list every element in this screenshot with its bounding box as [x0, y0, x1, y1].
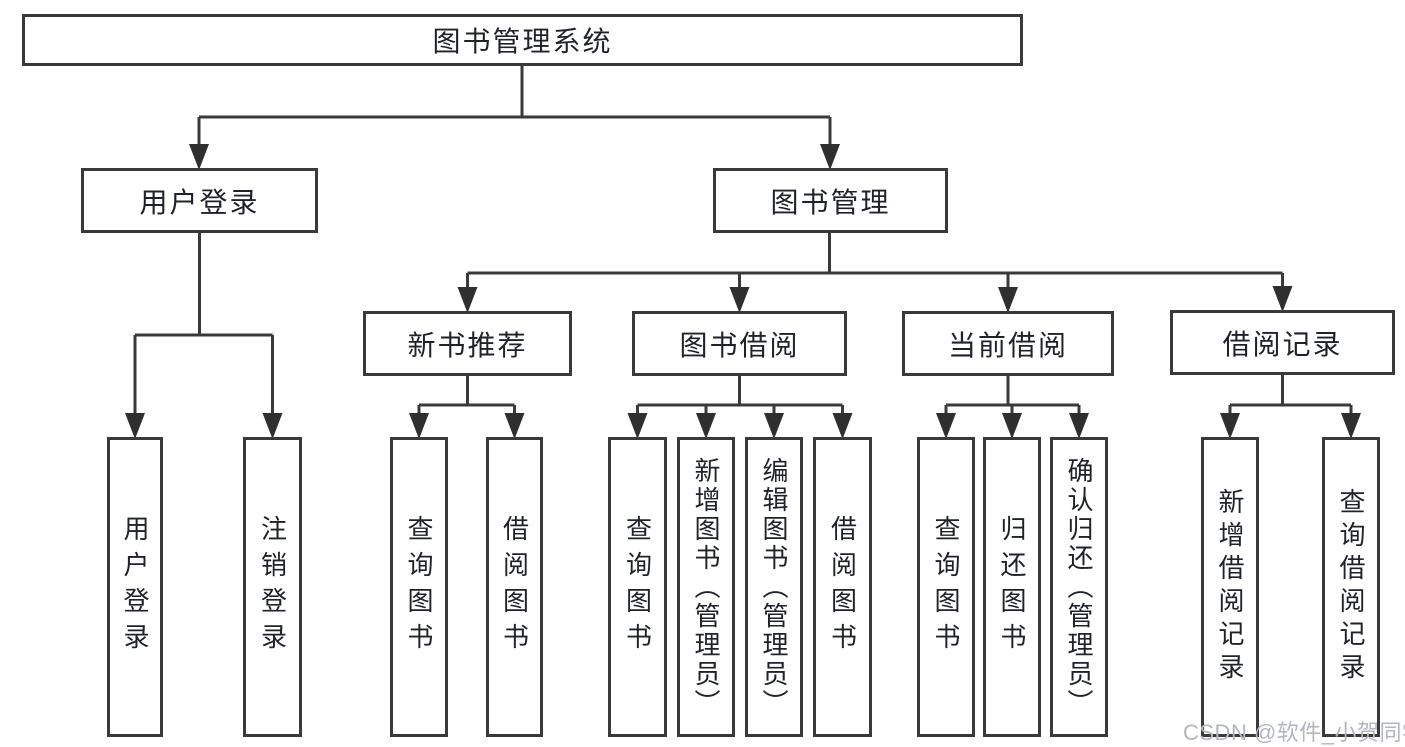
node-label: 注销登录 [257, 515, 288, 659]
node-label: 查询图书 [404, 515, 434, 659]
leaf-borrowing-query-books: 查询图书 [608, 437, 667, 737]
node-user-login: 用户登录 [81, 168, 318, 233]
arrowheads [125, 144, 1361, 439]
node-label: 用户登录 [120, 515, 150, 659]
node-label: 图书管理系统 [432, 26, 613, 57]
leaf-recommend-borrow-books: 借阅图书 [486, 437, 543, 737]
node-new-book-recommendation: 新书推荐 [363, 311, 572, 376]
node-label: 查询图书 [931, 515, 961, 659]
leaf-borrowing-borrow-books: 借阅图书 [813, 437, 872, 737]
node-label: 编辑图书（管理员） [759, 456, 789, 718]
connector-bookmgmt-to-level3 [466, 233, 1284, 289]
connector-borrow-to-leaves [636, 376, 844, 415]
node-label: 借阅图书 [499, 515, 530, 659]
leaf-current-confirm-return-admin: 确认归还（管理员） [1050, 437, 1108, 737]
node-library-management-system: 图书管理系统 [22, 14, 1023, 66]
node-label: 当前借阅 [947, 329, 1068, 361]
node-label: 借阅记录 [1222, 328, 1343, 360]
leaf-borrowing-edit-books-admin: 编辑图书（管理员） [745, 437, 803, 737]
connector-records-to-leaves [1228, 375, 1353, 415]
node-label: 用户登录 [139, 186, 260, 218]
csdn-watermark: CSDN @软件_小贺同学 [1183, 720, 1405, 745]
node-label: 借阅图书 [827, 515, 858, 659]
node-book-management: 图书管理 [713, 168, 948, 233]
leaf-recommend-query-books: 查询图书 [390, 437, 448, 737]
node-borrowing-records: 借阅记录 [1170, 310, 1395, 375]
node-label: 图书借阅 [679, 329, 800, 361]
connector-root-to-level2 [197, 66, 832, 146]
node-label: 新书推荐 [407, 329, 528, 361]
connector-recommend-to-leaves [417, 376, 516, 415]
leaf-logout-login: 注销登录 [243, 437, 302, 737]
node-label: 归还图书 [997, 515, 1027, 659]
leaf-user-login: 用户登录 [107, 437, 163, 737]
node-book-borrowing: 图书借阅 [632, 311, 847, 376]
node-label: 图书管理 [770, 186, 891, 218]
node-label: 查询图书 [622, 515, 653, 659]
node-label: 新增借阅记录 [1215, 488, 1245, 686]
node-label: 查询借阅记录 [1336, 488, 1366, 686]
leaf-current-query-books: 查询图书 [917, 437, 975, 737]
leaf-current-return-books: 归还图书 [983, 437, 1041, 737]
leaf-borrowing-add-books-admin: 新增图书（管理员） [677, 437, 735, 737]
node-current-borrowing: 当前借阅 [902, 311, 1114, 376]
connector-userlogin-to-leaves [133, 233, 274, 415]
node-label: 确认归还（管理员） [1064, 456, 1094, 718]
node-label: 新增图书（管理员） [691, 456, 721, 718]
leaf-records-query-borrow-record: 查询借阅记录 [1322, 437, 1380, 737]
leaf-records-add-borrow-record: 新增借阅记录 [1201, 437, 1259, 737]
connector-current-to-leaves [944, 376, 1081, 415]
